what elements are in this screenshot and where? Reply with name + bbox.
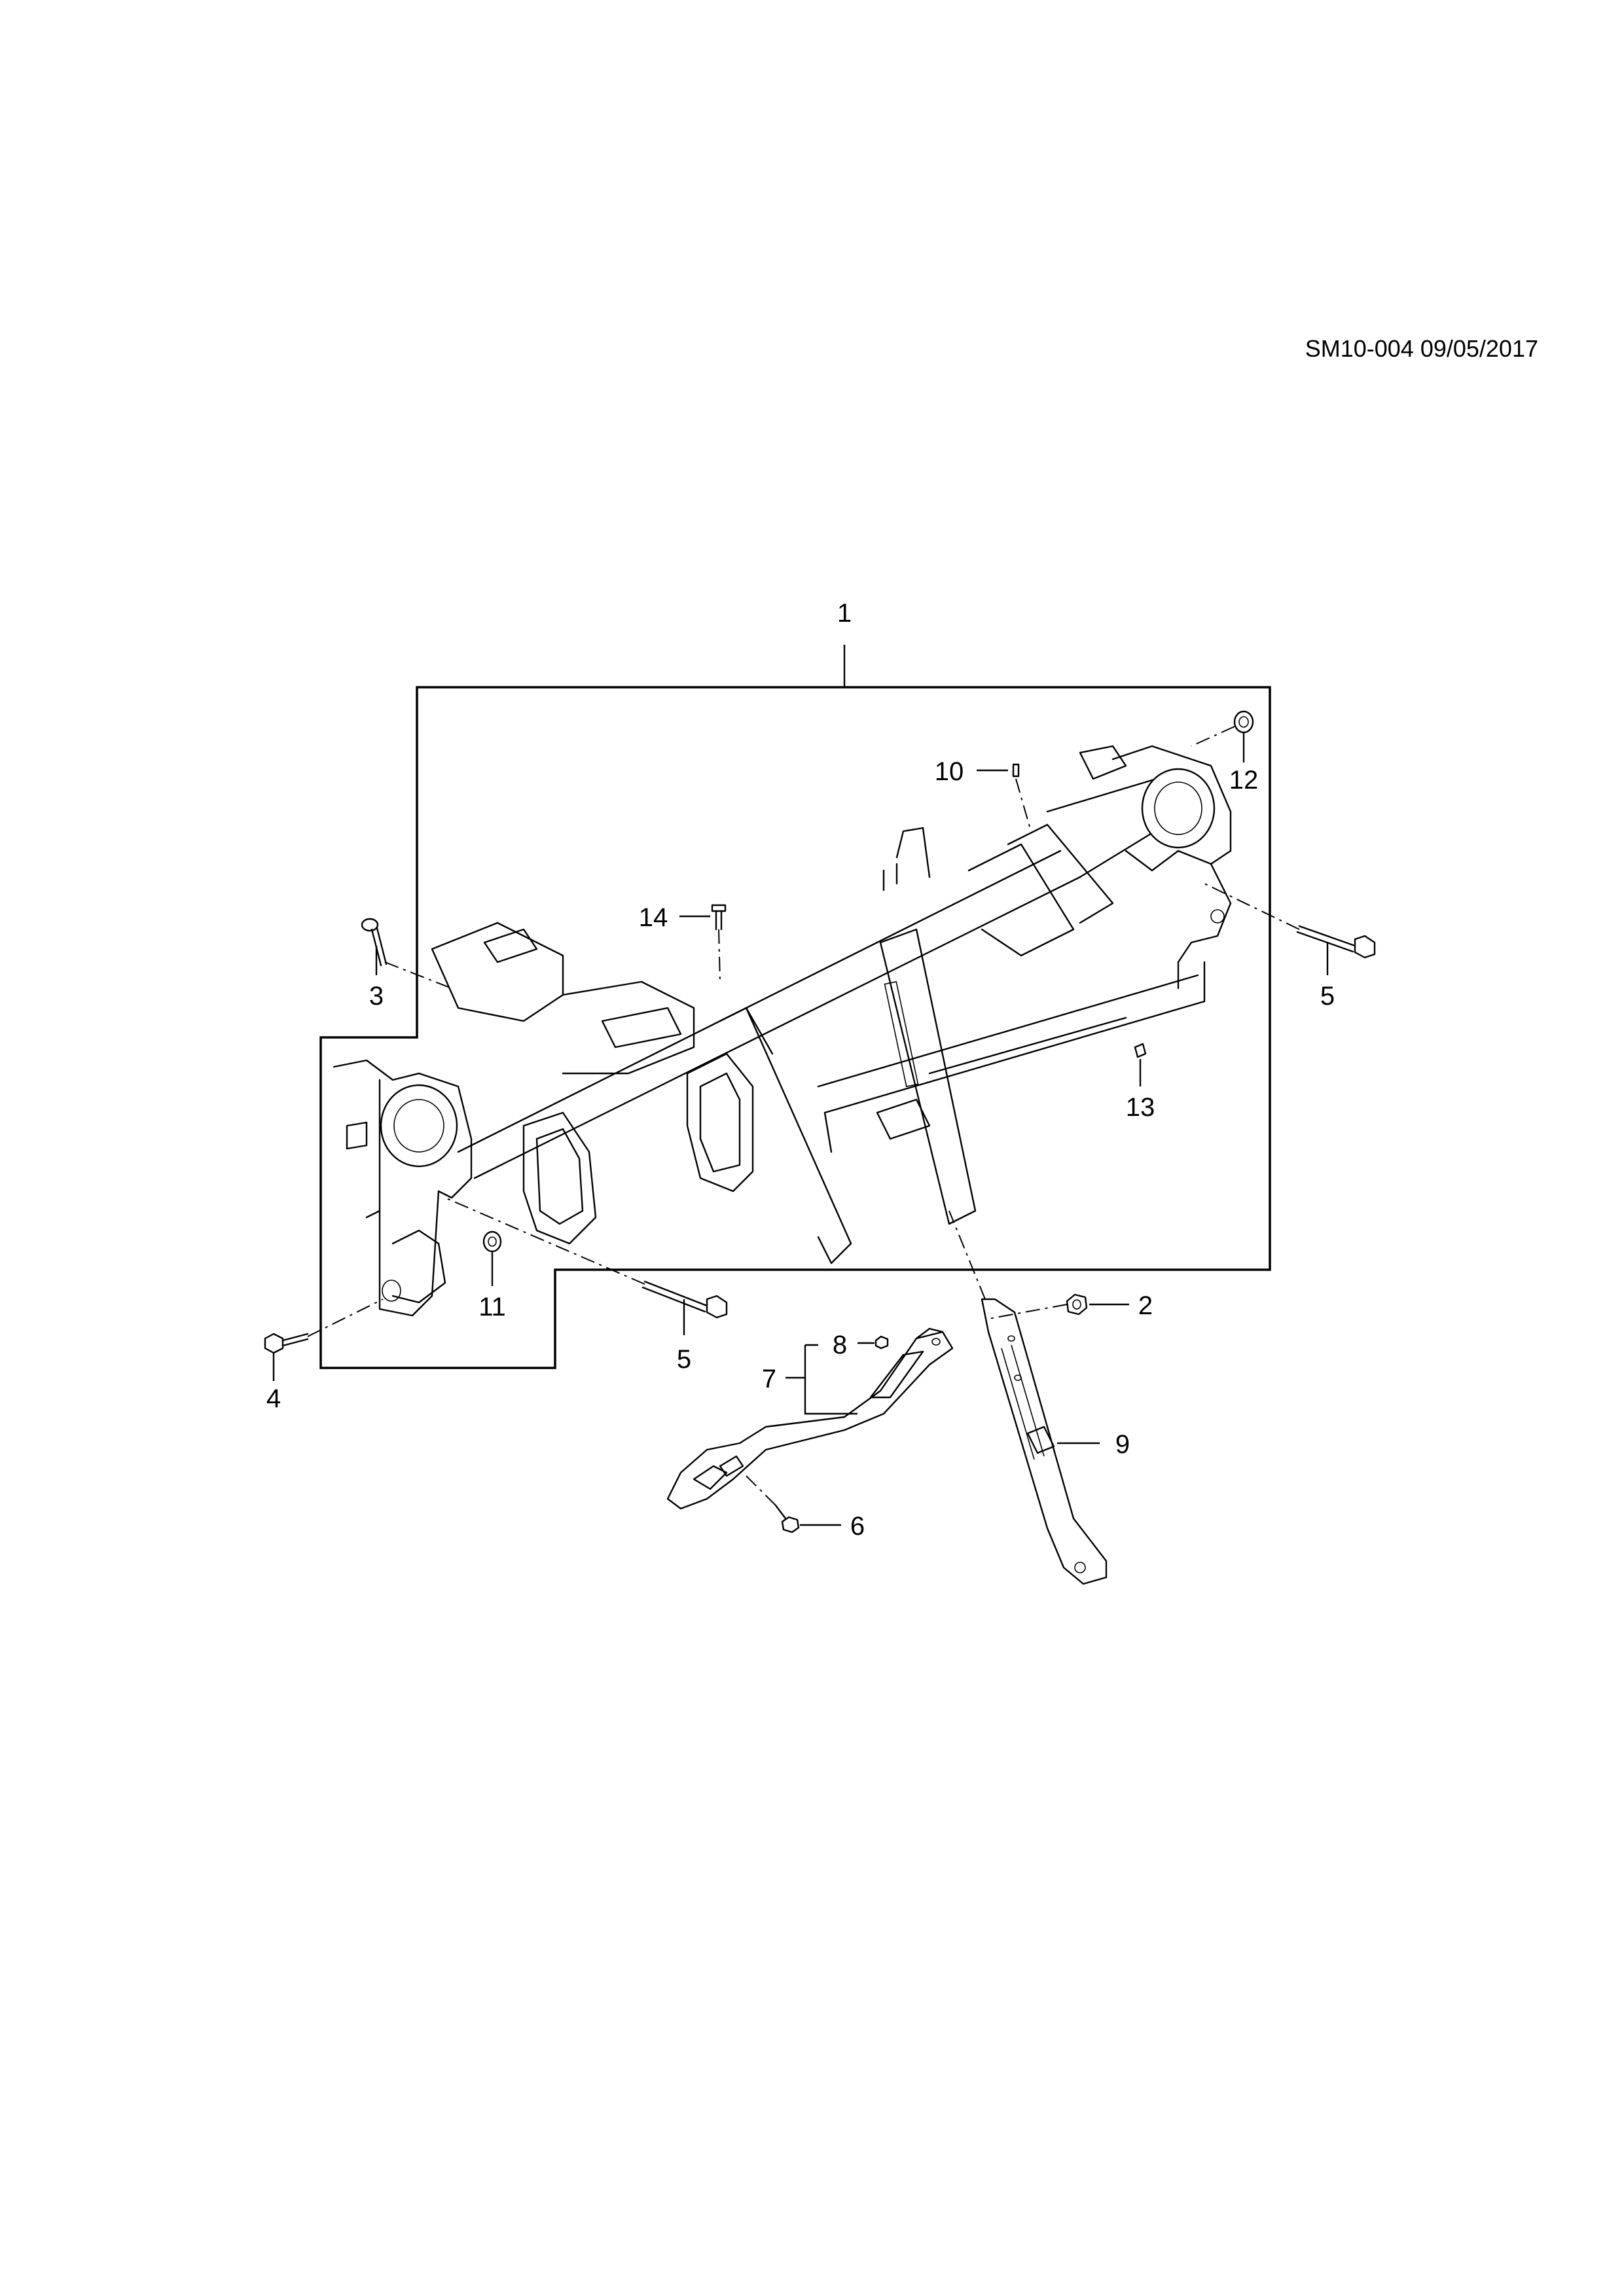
part-5-bolt-right (1296, 925, 1376, 959)
part-11-bushing (482, 1230, 502, 1253)
callout-3: 3 (369, 982, 384, 1011)
part-12-nut (1233, 710, 1254, 734)
callout-5-right: 5 (1320, 982, 1335, 1011)
callout-8: 8 (833, 1331, 847, 1359)
document-reference: SM10-004 09/05/2017 (1305, 335, 1538, 362)
callout-1: 1 (837, 599, 852, 628)
callout-6: 6 (850, 1512, 865, 1541)
callout-10: 10 (935, 757, 964, 786)
part-13-clip-nut (1134, 1043, 1147, 1058)
callout-5-left: 5 (677, 1345, 691, 1374)
axis-line-5a (1204, 883, 1300, 930)
axis-line-5b (444, 1197, 645, 1285)
part-7-bracket (666, 1327, 954, 1510)
leader-bracket-7 (785, 1344, 857, 1415)
part-5-bolt-left (641, 1280, 728, 1319)
callout-7: 7 (762, 1365, 776, 1393)
part-4-bolt (264, 1333, 309, 1354)
callout-11: 11 (478, 1293, 506, 1321)
axis-line-14 (718, 929, 721, 982)
part-9-support-brace (981, 1298, 1108, 1585)
assembly-group-frame (319, 686, 1271, 1369)
axis-line-10 (1015, 778, 1032, 832)
part-14-stud (711, 904, 727, 931)
part-6-screw (774, 1504, 800, 1534)
callout-2: 2 (1138, 1291, 1153, 1320)
axis-line-6 (746, 1475, 776, 1506)
axis-line-12 (1191, 726, 1235, 747)
part-2-nut (1066, 1293, 1088, 1316)
callout-14: 14 (639, 903, 668, 932)
axis-line-4 (307, 1299, 384, 1337)
callout-13: 13 (1126, 1093, 1155, 1122)
axis-line-2 (988, 1304, 1068, 1319)
axis-line-9 (948, 1210, 986, 1300)
cross-car-beam-assembly (333, 745, 1232, 1317)
callout-9: 9 (1115, 1430, 1130, 1459)
part-10-pin (1012, 763, 1020, 778)
callout-4: 4 (266, 1384, 281, 1413)
part-8-clip (875, 1335, 889, 1350)
part-3-bolt (361, 918, 388, 967)
callout-12: 12 (1229, 766, 1259, 795)
axis-line-3 (384, 961, 452, 989)
